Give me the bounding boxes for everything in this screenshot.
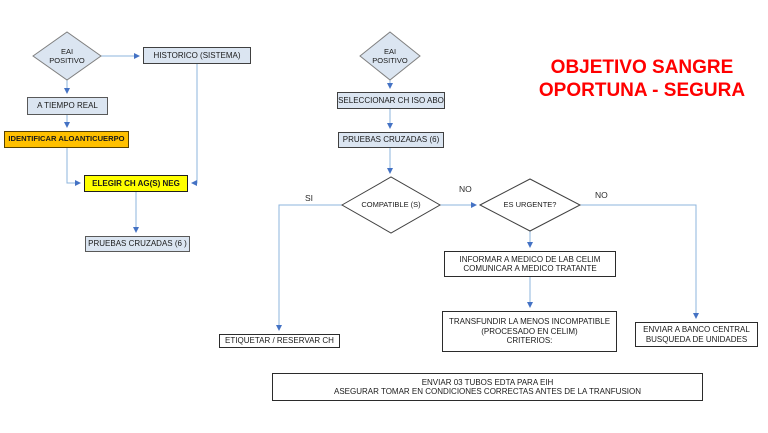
connector-historico-elegir (191, 64, 198, 186)
edge-label-no-compatible: NO (459, 184, 472, 194)
banco-central-box: ENVIAR A BANCO CENTRAL BUSQUEDA DE UNIDA… (635, 322, 758, 347)
edge-label-no-urgente: NO (595, 190, 608, 200)
etiquetar-reservar-box: ETIQUETAR / RESERVAR CH (219, 334, 340, 348)
connector-compatible-etiquetar (276, 204, 342, 331)
identificar-aloanticuerpo-box: IDENTIFICAR ALOANTICUERPO (4, 131, 129, 148)
eai-positivo-left-label: EAI POSITIVO (49, 46, 85, 65)
nota-tubos-edta-box: ENVIAR 03 TUBOS EDTA PARA EIH ASEGURAR T… (272, 373, 703, 401)
pruebas-cruzadas-left-box: PRUEBAS CRUZADAS (6 ) (85, 236, 190, 252)
historico-sistema-box: HISTORICO (SISTEMA) (143, 47, 251, 64)
eai-positivo-main-label: EAI POSITIVO (372, 46, 408, 65)
es-urgente-label: ES URGENTE? (503, 200, 557, 210)
compatible-label: COMPATIBLE (S) (361, 200, 421, 210)
informar-medico-box: INFORMAR A MEDICO DE LAB CELIM COMUNICAR… (444, 251, 616, 277)
transfundir-box: TRANSFUNDIR LA MENOS INCOMPATIBLE (PROCE… (442, 311, 617, 352)
elegir-ch-box: ELEGIR CH AG(S) NEG (84, 175, 188, 192)
page-title-line2: OPORTUNA - SEGURA (538, 80, 746, 102)
a-tiempo-real-box: A TIEMPO REAL (27, 97, 108, 115)
page-title-line1: OBJETIVO SANGRE (550, 57, 734, 78)
seleccionar-ch-box: SELECCIONAR CH ISO ABO (337, 92, 445, 109)
connector-identificar-elegir (66, 148, 81, 186)
pruebas-cruzadas-main-box: PRUEBAS CRUZADAS (6) (338, 132, 444, 148)
page-title: OBJETIVO SANGRE OPORTUNA - SEGURA (524, 56, 760, 102)
edge-label-si: SI (305, 193, 314, 203)
